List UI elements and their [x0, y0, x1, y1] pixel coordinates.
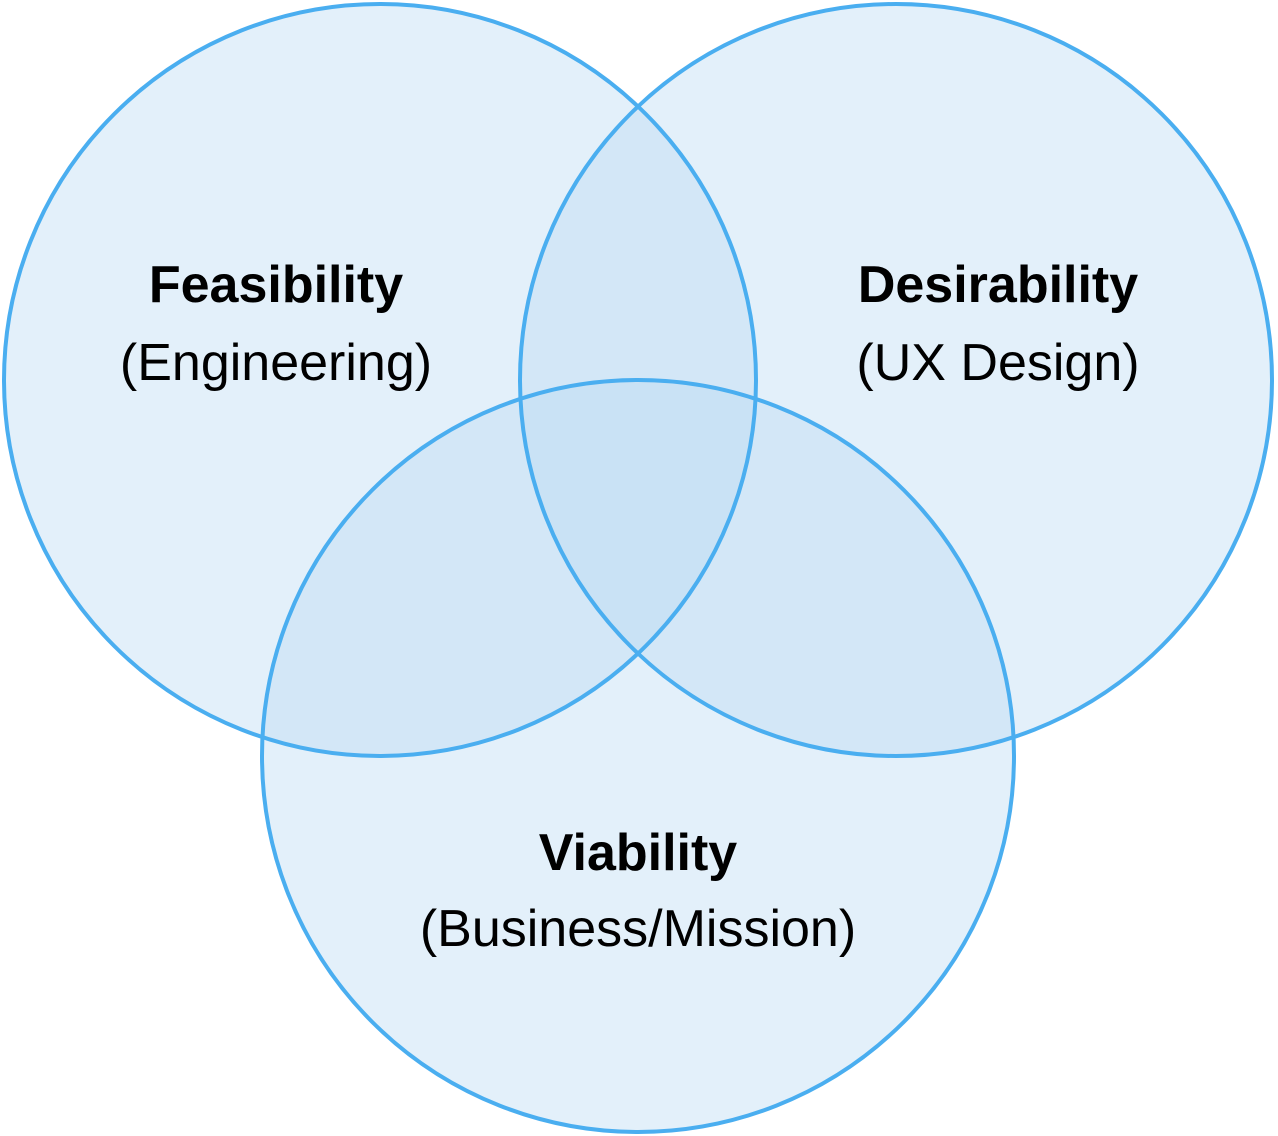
viability-circle-fill	[262, 380, 1014, 1132]
desirability-circle-outline	[518, 2, 1274, 758]
desirability-subtitle: (UX Design)	[856, 334, 1139, 392]
desirability-circle-fill	[520, 4, 1272, 756]
circle-fills	[4, 4, 1272, 1132]
viability-subtitle: (Business/Mission)	[420, 900, 856, 958]
feasibility-circle-fill	[4, 4, 756, 756]
feasibility-subtitle: (Engineering)	[120, 334, 432, 392]
viability-label: Viability (Business/Mission)	[420, 824, 856, 958]
desirability-label: Desirability (UX Design)	[856, 256, 1139, 392]
desirability-title: Desirability	[858, 256, 1138, 314]
feasibility-title: Feasibility	[149, 256, 403, 314]
viability-title: Viability	[539, 824, 738, 882]
feasibility-circle-outline	[2, 2, 758, 758]
viability-circle-outline	[260, 378, 1016, 1134]
feasibility-label: Feasibility (Engineering)	[120, 256, 432, 392]
